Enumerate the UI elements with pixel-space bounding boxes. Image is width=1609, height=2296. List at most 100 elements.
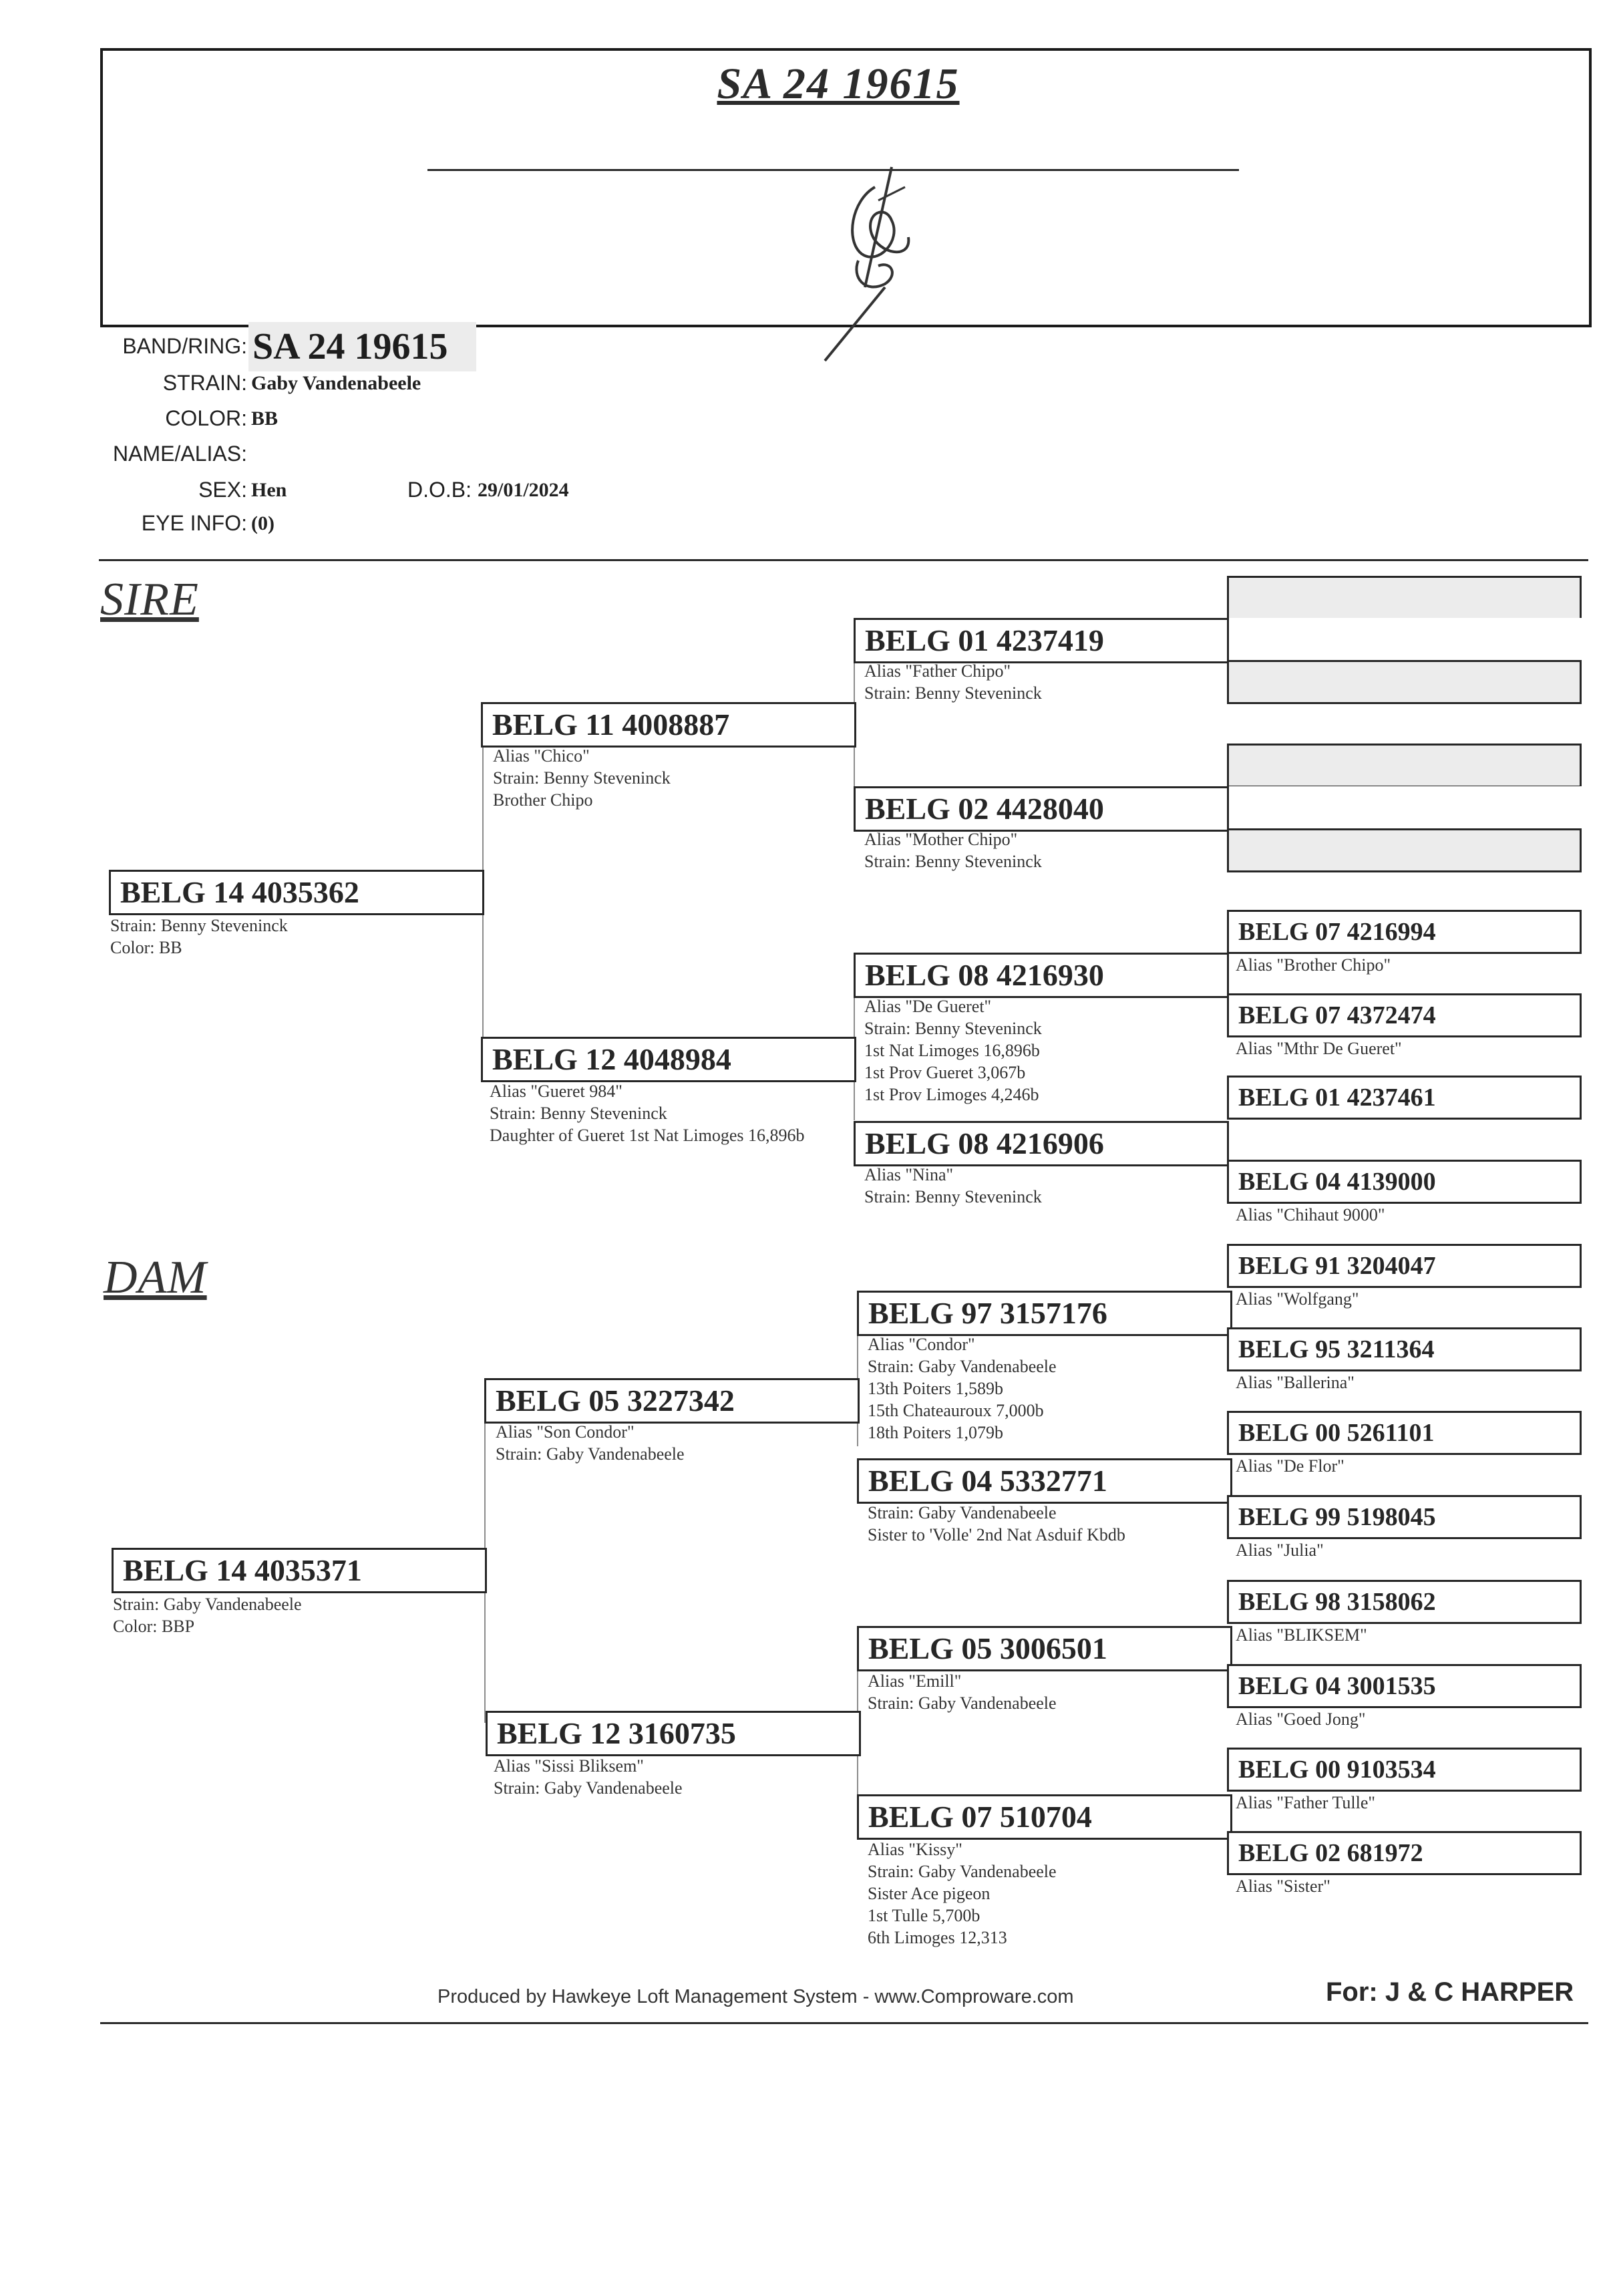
gen4-alias: Alias "De Flor"	[1236, 1456, 1345, 1476]
gen4-ring: BELG 07 4372474	[1227, 993, 1582, 1037]
sire-mother-ring: BELG 12 4048984	[481, 1037, 856, 1082]
dob-label: D.O.B:	[407, 478, 472, 502]
strain-label: STRAIN:	[162, 371, 247, 395]
detail-line: 1st Prov Limoges 4,246b	[864, 1085, 1039, 1104]
gen4-ring: BELG 00 9103534	[1227, 1748, 1582, 1792]
detail-line: Strain: Benny Steveninck	[864, 1019, 1042, 1038]
detail-line: Strain: Gaby Vandenabeele	[494, 1778, 683, 1798]
owner-text: For: J & C HARPER	[1326, 1977, 1574, 2007]
gen4-alias: Alias "Wolfgang"	[1236, 1289, 1359, 1309]
gen4-ring-empty	[1227, 576, 1582, 620]
gen4-ring: BELG 99 5198045	[1227, 1495, 1582, 1539]
gen4-ring-empty	[1227, 660, 1582, 704]
name-alias-label: NAME/ALIAS:	[113, 442, 247, 466]
detail-line: 1st Tulle 5,700b	[868, 1906, 980, 1925]
sire-fm-details: Alias "Mother Chipo" Strain: Benny Steve…	[864, 828, 1042, 872]
dam-mf-details: Alias "Emill" Strain: Gaby Vandenabeele	[868, 1670, 1057, 1714]
gen4-ring: BELG 04 3001535	[1227, 1664, 1582, 1708]
band-ring-label: BAND/RING:	[122, 334, 247, 358]
gen4-ring-empty	[1227, 786, 1582, 830]
dam-mm-ring: BELG 07 510704	[857, 1794, 1232, 1840]
eye-info-label: EYE INFO:	[141, 511, 247, 535]
gen4-alias: Alias "Ballerina"	[1236, 1373, 1355, 1392]
detail-line: Strain: Gaby Vandenabeele	[113, 1595, 302, 1614]
gen4-ring: BELG 95 3211364	[1227, 1327, 1582, 1371]
header-ring-number: SA 24 19615	[717, 59, 960, 108]
sire-section-title: SIRE	[100, 574, 199, 625]
handwritten-signature	[824, 166, 910, 362]
sex-value: Hen	[251, 479, 287, 501]
header-divider	[99, 559, 1588, 561]
detail-line: 1st Nat Limoges 16,896b	[864, 1041, 1040, 1060]
produced-by-text: Produced by Hawkeye Loft Management Syst…	[437, 1986, 1074, 2007]
gen4-alias: Alias "Julia"	[1236, 1540, 1324, 1560]
gen4-alias: Alias "Chihaut 9000"	[1236, 1205, 1385, 1224]
detail-line: Alias "Son Condor"	[496, 1422, 635, 1442]
detail-line: Strain: Benny Steveninck	[864, 1187, 1042, 1206]
color-value: BB	[251, 407, 279, 430]
detail-line: Strain: Benny Steveninck	[864, 683, 1042, 703]
detail-line: Alias "Condor"	[868, 1335, 975, 1354]
detail-line: 6th Limoges 12,313	[868, 1928, 1007, 1947]
dam-ff-details: Alias "Condor" Strain: Gaby Vandenabeele…	[868, 1333, 1057, 1444]
gen4-alias: Alias "Sister"	[1236, 1876, 1330, 1896]
gen4-ring-empty	[1227, 828, 1582, 872]
detail-line: Strain: Gaby Vandenabeele	[868, 1862, 1057, 1881]
sex-label: SEX:	[198, 478, 247, 502]
sire-father-ring: BELG 11 4008887	[481, 702, 856, 748]
detail-line: Sister Ace pigeon	[868, 1884, 991, 1903]
dam-ring: BELG 14 4035371	[112, 1548, 487, 1593]
detail-line: Strain: Gaby Vandenabeele	[868, 1693, 1057, 1713]
band-ring-value: SA 24 19615	[248, 322, 476, 371]
dam-father-details: Alias "Son Condor" Strain: Gaby Vandenab…	[496, 1421, 685, 1465]
detail-line: 18th Poiters 1,079b	[868, 1423, 1003, 1442]
detail-line: 13th Poiters 1,589b	[868, 1379, 1003, 1398]
sire-mm-ring: BELG 08 4216906	[854, 1121, 1229, 1166]
dam-details: Strain: Gaby Vandenabeele Color: BBP	[113, 1593, 302, 1637]
sire-mf-ring: BELG 08 4216930	[854, 953, 1229, 998]
sire-mf-details: Alias "De Gueret" Strain: Benny Stevenin…	[864, 995, 1042, 1106]
dam-section-title: DAM	[104, 1252, 207, 1303]
dam-mother-details: Alias "Sissi Bliksem" Strain: Gaby Vande…	[494, 1755, 683, 1799]
dam-mm-details: Alias "Kissy" Strain: Gaby Vandenabeele …	[868, 1838, 1057, 1949]
sire-father-details: Alias "Chico" Strain: Benny Steveninck B…	[493, 745, 671, 811]
color-label: COLOR:	[165, 406, 247, 430]
dam-fm-details: Strain: Gaby Vandenabeele Sister to 'Vol…	[868, 1502, 1125, 1546]
detail-line: Strain: Gaby Vandenabeele	[868, 1503, 1057, 1522]
dam-fm-ring: BELG 04 5332771	[857, 1458, 1232, 1504]
detail-line: Alias "De Gueret"	[864, 997, 992, 1016]
gen4-alias: Alias "Father Tulle"	[1236, 1793, 1376, 1812]
detail-line: Daughter of Gueret 1st Nat Limoges 16,89…	[490, 1126, 805, 1145]
sire-ff-details: Alias "Father Chipo" Strain: Benny Steve…	[864, 660, 1042, 704]
detail-line: Color: BB	[110, 938, 182, 957]
gen4-ring-empty	[1227, 618, 1582, 662]
dam-father-ring: BELG 05 3227342	[484, 1378, 860, 1424]
sire-mother-details: Alias "Gueret 984" Strain: Benny Steveni…	[490, 1080, 805, 1146]
strain-value: Gaby Vandenabeele	[251, 372, 421, 394]
gen4-alias: Alias "Brother Chipo"	[1236, 955, 1391, 975]
gen4-ring: BELG 02 681972	[1227, 1831, 1582, 1875]
sire-fm-ring: BELG 02 4428040	[854, 786, 1229, 832]
detail-line: Strain: Benny Steveninck	[493, 768, 671, 788]
gen4-ring: BELG 01 4237461	[1227, 1076, 1582, 1120]
detail-line: 15th Chateauroux 7,000b	[868, 1401, 1044, 1420]
dam-ff-ring: BELG 97 3157176	[857, 1291, 1232, 1336]
detail-line: Strain: Benny Steveninck	[490, 1104, 667, 1123]
gen4-ring-empty	[1227, 744, 1582, 788]
gen4-ring: BELG 91 3204047	[1227, 1244, 1582, 1288]
gen4-alias: Alias "BLIKSEM"	[1236, 1625, 1367, 1645]
detail-line: Alias "Emill"	[868, 1671, 962, 1691]
detail-line: Alias "Mother Chipo"	[864, 830, 1018, 849]
detail-line: Strain: Gaby Vandenabeele	[868, 1357, 1057, 1376]
gen4-ring: BELG 07 4216994	[1227, 910, 1582, 954]
signature-line	[427, 169, 1239, 171]
gen4-ring: BELG 04 4139000	[1227, 1160, 1582, 1204]
sire-ring: BELG 14 4035362	[109, 870, 484, 915]
detail-line: Sister to 'Volle' 2nd Nat Asduif Kbdb	[868, 1525, 1125, 1544]
certificate-header-frame	[100, 48, 1592, 327]
dam-mf-ring: BELG 05 3006501	[857, 1626, 1232, 1671]
dam-mother-ring: BELG 12 3160735	[486, 1711, 861, 1756]
detail-line: Alias "Father Chipo"	[864, 661, 1011, 681]
detail-line: Strain: Benny Steveninck	[110, 916, 288, 935]
detail-line: Color: BBP	[113, 1617, 195, 1636]
